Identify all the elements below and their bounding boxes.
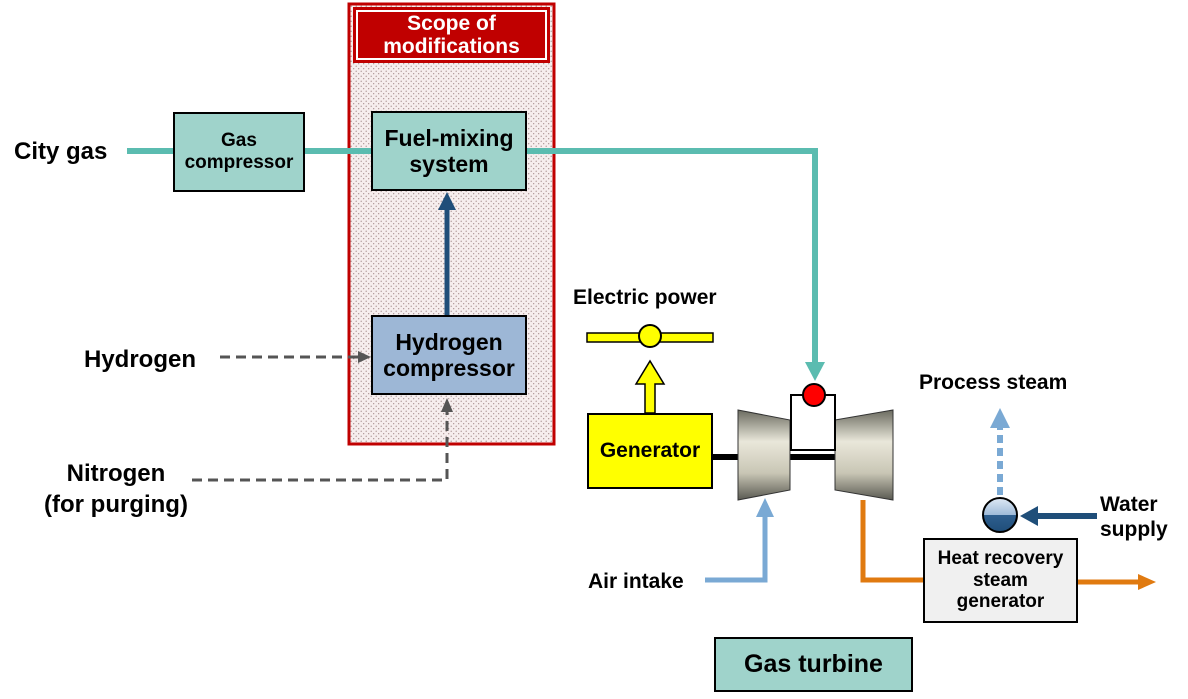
process-steam-arrowhead: [990, 408, 1010, 428]
fuel-mixing-line2: system: [409, 151, 489, 177]
hydrogen-compressor-line1: Hydrogen: [395, 328, 503, 355]
fuel-mixing-line1: Fuel-mixing: [384, 124, 514, 151]
hydrogen-input-label: Hydrogen: [84, 346, 197, 373]
gas-compressor-line2: compressor: [184, 152, 294, 173]
exhaust-line: [860, 500, 923, 583]
turbine-section: [834, 409, 894, 501]
fuel-line: [127, 148, 818, 364]
process-steam-label: Process steam: [919, 371, 1068, 394]
generator-box: Generator: [587, 413, 713, 489]
water-label-line2: supply: [1100, 518, 1168, 542]
hydrogen-input-arrowhead: [358, 351, 371, 363]
scope-title-line1: Scope of: [407, 11, 496, 35]
water-label-line1: Water: [1100, 493, 1158, 516]
gas-compressor-line1: Gas: [221, 130, 257, 152]
hrsg-line3: generator: [956, 591, 1045, 613]
air-intake-line: [705, 515, 768, 583]
power-node: [638, 324, 662, 348]
fuel-nozzle: [802, 383, 826, 407]
water-supply-arrowhead: [1020, 506, 1038, 526]
nitrogen-input-line: [192, 412, 449, 482]
nitrogen-input-arrowhead: [441, 398, 453, 412]
compressor-section: [737, 409, 791, 501]
hrsg-line1: Heat recovery: [937, 547, 1064, 569]
air-intake-label: Air intake: [588, 570, 684, 593]
nitrogen-label-line1: Nitrogen: [66, 460, 166, 487]
city-gas-label: City gas: [14, 138, 108, 165]
gas-turbine-label-box: Gas turbine: [714, 637, 913, 692]
electric-power-label: Electric power: [573, 286, 717, 309]
hrsg-outlet-arrowhead: [1138, 574, 1156, 590]
nitrogen-input-label: Nitrogen (for purging): [44, 458, 188, 520]
air-intake-arrowhead: [756, 498, 774, 517]
fuel-line-arrowhead: [805, 362, 825, 381]
hrsg-line2: steam: [973, 569, 1028, 591]
hydrogen-feed-arrowhead: [438, 192, 456, 210]
nitrogen-label-line2: (for purging): [44, 491, 188, 519]
hydrogen-compressor-line2: compressor: [383, 355, 515, 381]
scope-title-line2: modifications: [383, 35, 520, 58]
power-arrow: [634, 359, 666, 414]
steam-drum: [982, 497, 1018, 533]
